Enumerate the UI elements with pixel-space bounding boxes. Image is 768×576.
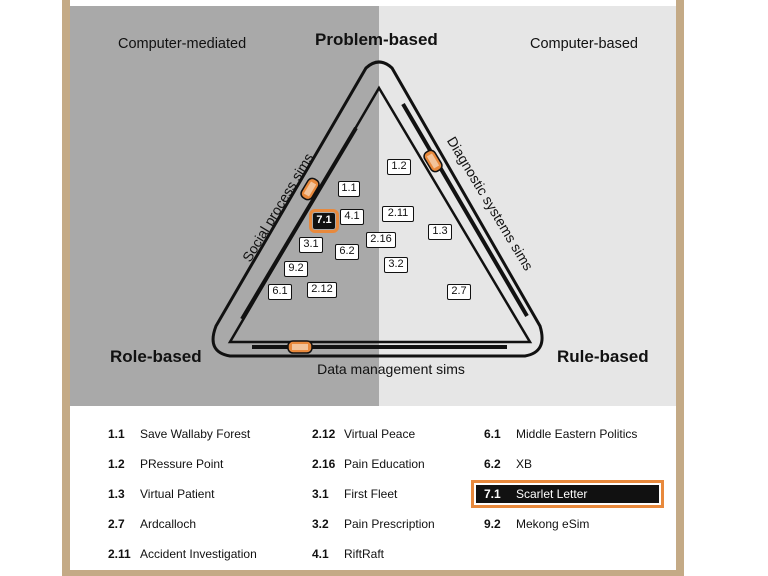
sim-box-2-7: 2.7 <box>447 284 471 300</box>
social-slider-knob <box>300 177 320 201</box>
sim-box-4-1: 4.1 <box>340 209 364 225</box>
sim-box-2-12: 2.12 <box>307 282 337 298</box>
diagnostic-slider-track <box>401 102 529 318</box>
computer-based-label: Computer-based <box>530 36 638 52</box>
sim-box-2-16: 2.16 <box>366 232 396 248</box>
social-slider-track <box>240 126 358 321</box>
sim-box-2-11: 2.11 <box>382 206 414 222</box>
sim-box-1-3: 1.3 <box>428 224 452 240</box>
data-slider-knob <box>287 340 313 354</box>
triangle-diagram: Social process sims Diagnostic systems s… <box>70 6 676 406</box>
sim-box-9-2: 9.2 <box>284 261 308 277</box>
data-management-label: Data management sims <box>317 361 465 377</box>
sim-box-3-1: 3.1 <box>299 237 323 253</box>
role-based-label: Role-based <box>110 347 202 366</box>
sim-box-1-1: 1.1 <box>338 181 360 197</box>
sim-box-7-1: 7.1 <box>309 209 339 233</box>
computer-mediated-label: Computer-mediated <box>118 36 247 52</box>
triangle-outer <box>211 60 544 358</box>
sim-box-6-1: 6.1 <box>268 284 292 300</box>
sim-box-1-2: 1.2 <box>387 159 411 175</box>
rule-based-label: Rule-based <box>557 347 649 366</box>
problem-based-label: Problem-based <box>315 30 438 49</box>
computer-mediated-panel <box>70 6 379 406</box>
diagnostic-slider-knob <box>423 149 443 173</box>
sim-box-6-2: 6.2 <box>335 244 359 260</box>
diagram-graphic: Social process sims Diagnostic systems s… <box>70 6 676 406</box>
sim-box-3-2: 3.2 <box>384 257 408 273</box>
